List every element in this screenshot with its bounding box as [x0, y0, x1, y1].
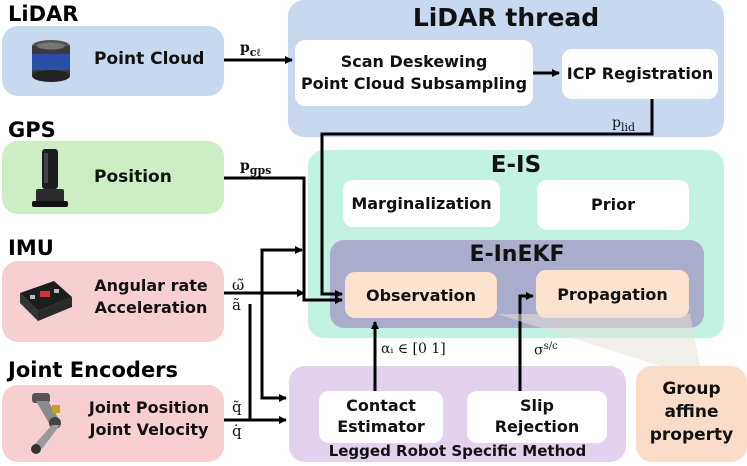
gps-sensor-panel: Position	[2, 141, 224, 214]
icp-registration-label: ICP Registration	[566, 64, 714, 84]
lidar-sensor-icon	[32, 40, 70, 82]
group-affine-line3: property	[649, 424, 734, 445]
joint-measurements-label: Joint Position Joint Velocity	[78, 397, 220, 442]
group-affine-wedge	[497, 314, 700, 366]
q-label: q̃	[232, 398, 242, 416]
observation-label: Observation	[365, 285, 477, 305]
gps-receiver-icon	[32, 149, 68, 207]
robot-leg-icon	[31, 393, 61, 454]
p-gps-label: pgps	[240, 158, 271, 177]
group-affine-line1: Group	[662, 379, 721, 399]
joint-velocity-label: Joint Velocity	[89, 420, 209, 440]
acceleration-label: Acceleration	[94, 298, 208, 318]
group-affine-label: Group affine property	[636, 378, 747, 447]
p-cl-subscript: cℓ	[249, 45, 261, 59]
sigma-arrow	[518, 292, 534, 391]
imu-sensor-panel: Angular rate Acceleration	[2, 261, 224, 342]
position-label: Position	[94, 167, 172, 187]
p-lid-symbol: p	[612, 115, 621, 131]
scan-deskewing-box: Scan Deskewing Point Cloud Subsampling	[295, 40, 533, 106]
slip-rejection-box: Slip Rejection	[467, 391, 607, 443]
lidar-sensor-panel: Point Cloud	[2, 26, 224, 96]
group-affine-line2: affine	[664, 401, 719, 422]
propagation-label: Propagation	[557, 284, 668, 304]
p-gps-arrow	[224, 176, 343, 304]
accel-label: ã	[232, 296, 241, 314]
p-cl-symbol: p	[240, 40, 250, 56]
joint-encoder-panel: Joint Position Joint Velocity	[2, 385, 224, 462]
imu-board-icon	[20, 281, 72, 321]
propagation-box: Propagation	[536, 270, 689, 318]
joint-encoders-caption: Joint Encoders	[8, 358, 179, 382]
sigma-label: σs/c	[534, 341, 558, 359]
joint-position-label: Joint Position	[88, 398, 210, 417]
p-lid-subscript: lid	[620, 120, 636, 134]
prior-label: Prior	[591, 195, 635, 215]
observation-box: Observation	[345, 272, 497, 318]
p-gps-subscript: gps	[249, 163, 272, 177]
point-cloud-label: Point Cloud	[94, 49, 205, 69]
prior-box: Prior	[537, 180, 689, 230]
imu-up-branch-arrow	[260, 246, 303, 293]
icp-registration-box: ICP Registration	[562, 49, 718, 99]
slip-label: Slip	[520, 396, 554, 416]
einekf-title: E-InEKF	[469, 242, 565, 267]
p-lid-arrow	[320, 99, 654, 298]
imu-caption: IMU	[8, 236, 54, 260]
eis-title: E-IS	[490, 152, 542, 178]
contact-estimator-box: Contact Estimator	[319, 391, 443, 443]
alpha-label: αᵢ ∈ [0 1]	[381, 341, 446, 357]
omega-label: ω̃	[232, 276, 245, 294]
scan-deskewing-label: Scan Deskewing	[340, 52, 488, 72]
sigma-superscript: s/c	[543, 341, 558, 352]
marginalization-label: Marginalization	[351, 193, 492, 213]
qdot-label: q̇	[232, 422, 242, 440]
marginalization-box: Marginalization	[343, 180, 500, 227]
p-cl-label: pcℓ	[240, 40, 261, 59]
p-lid-label: plid	[612, 115, 635, 134]
lidar-thread-title: LiDAR thread	[412, 3, 600, 32]
contact-label: Contact	[346, 396, 416, 416]
angular-rate-label: Angular rate	[94, 276, 208, 295]
group-affine-panel: Group affine property	[636, 366, 747, 462]
gps-caption: GPS	[8, 118, 56, 142]
point-cloud-subsampling-label: Point Cloud Subsampling	[300, 74, 528, 93]
imu-measurements-label: Angular rate Acceleration	[86, 275, 216, 320]
rejection-label: Rejection	[494, 417, 580, 436]
sigma-symbol: σ	[534, 342, 544, 359]
lidar-caption: LiDAR	[8, 2, 79, 26]
p-gps-symbol: p	[240, 158, 250, 174]
estimator-label: Estimator	[337, 417, 425, 436]
imu-to-legged-arrow	[260, 293, 287, 402]
legged-method-title: Legged Robot Specific Method	[328, 442, 587, 460]
